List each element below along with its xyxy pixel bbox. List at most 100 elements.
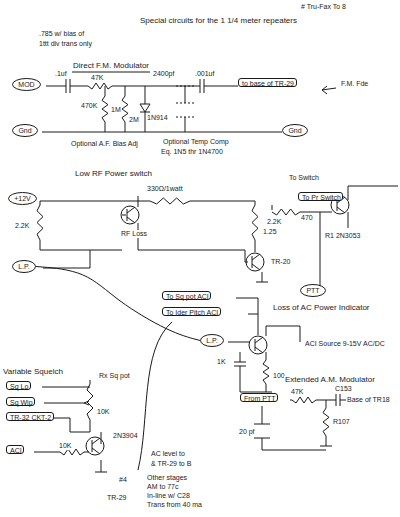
part-name: TR-29 xyxy=(106,494,127,502)
part-name: C153 xyxy=(334,385,353,393)
wire xyxy=(320,212,321,286)
section-heading: Low RF Power switch xyxy=(74,170,153,179)
wire xyxy=(262,438,326,450)
wire xyxy=(262,272,263,282)
capacitor-value: 20 pf xyxy=(238,428,256,436)
terminal-label: to base of TR-29 xyxy=(242,80,293,87)
handwritten-note: .785 w/ bias of xyxy=(38,30,85,38)
note: AC level to xyxy=(150,450,186,458)
note: Eq. 1N5 thr 1N4700 xyxy=(160,148,224,156)
page-title: Special circuits for the 1 1/4 meter rep… xyxy=(140,16,297,25)
wire xyxy=(262,406,263,424)
callout-number: #4 xyxy=(118,476,128,484)
resistor-value: 1K xyxy=(216,358,227,366)
wire xyxy=(95,472,107,473)
wire xyxy=(125,122,126,132)
wire xyxy=(70,86,88,87)
part-name: TR-20 xyxy=(270,258,291,266)
wire xyxy=(290,400,292,401)
wire xyxy=(272,209,300,215)
wire xyxy=(105,86,106,96)
resistor-value: 10K xyxy=(96,408,110,416)
part-name: Rx Sq pot xyxy=(98,372,131,380)
wire xyxy=(348,212,349,228)
wire xyxy=(234,362,246,363)
section-heading: Extended A.M. Modulator xyxy=(284,376,376,385)
wire xyxy=(322,86,327,90)
terminal-label: L.P. xyxy=(206,337,218,344)
part-name: R107 xyxy=(332,418,351,426)
revision-note: # Tru-Fax To 8 xyxy=(300,3,347,11)
wire xyxy=(138,322,172,470)
wire xyxy=(88,83,112,89)
wire xyxy=(40,240,122,250)
wire xyxy=(122,215,126,216)
note: Other stages xyxy=(146,474,188,482)
wire xyxy=(248,314,258,315)
wire xyxy=(240,352,241,362)
wire xyxy=(46,86,66,87)
wire xyxy=(320,446,332,447)
terminal-circle: +12V xyxy=(8,192,37,205)
wire xyxy=(266,352,267,360)
wire xyxy=(185,117,186,132)
wire xyxy=(204,86,238,87)
signal-name: Base of TR18 xyxy=(346,396,391,404)
wire xyxy=(204,79,205,93)
wire xyxy=(323,408,329,436)
section-heading: Variable Squelch xyxy=(2,368,64,377)
signal-name: To Switch xyxy=(288,174,320,182)
wire xyxy=(145,86,146,104)
wire xyxy=(190,201,255,205)
wire xyxy=(42,387,90,388)
terminal-box: Sq Lo xyxy=(6,381,31,390)
wire xyxy=(138,196,139,207)
wire xyxy=(348,186,398,200)
margin-note: F.M. Fde xyxy=(340,80,369,88)
wire xyxy=(252,205,258,240)
signal-name: RF Loss xyxy=(120,230,148,238)
resistor-value: 1M xyxy=(110,106,122,114)
wire xyxy=(84,403,89,405)
wire xyxy=(105,122,106,132)
wire xyxy=(40,201,41,205)
terminal-label: Sq Wip xyxy=(10,399,31,406)
part-name: 2N3904 xyxy=(112,432,139,440)
capacitor-value: 2400pf xyxy=(152,70,175,78)
section-heading: Loss of AC Power Indicator xyxy=(272,304,371,313)
resistor-value: 1.25 xyxy=(262,228,278,236)
wire xyxy=(102,96,108,122)
terminal-label: Gnd xyxy=(18,127,32,134)
terminal-label: To Ider Pitch ACI xyxy=(166,309,217,316)
terminal-label: From PTT xyxy=(244,395,274,402)
wire xyxy=(140,104,150,112)
terminal-box: Sq Wip xyxy=(6,397,35,406)
terminal-label: Gnd xyxy=(288,127,302,134)
note: Optional Temp Comp xyxy=(162,138,230,146)
wire xyxy=(125,86,126,96)
note: In-line w/ C28 xyxy=(146,492,191,500)
wire xyxy=(90,420,91,432)
note: Optional A.F. Bias Adj xyxy=(70,140,139,148)
note: & TR-29 to B xyxy=(150,460,192,468)
wire xyxy=(326,400,327,408)
terminal-label: To Pr Switch xyxy=(302,194,339,201)
wire xyxy=(185,86,186,103)
wire xyxy=(240,366,260,392)
wire xyxy=(300,326,301,342)
capacitor-value: .1uf xyxy=(54,70,68,78)
wire xyxy=(101,460,102,472)
resistor-value: 10K xyxy=(58,442,72,450)
section-heading: Direct F.M. Modulator xyxy=(72,62,150,71)
transistor-symbol xyxy=(86,437,104,455)
wire xyxy=(256,282,268,283)
connector xyxy=(36,267,200,341)
resistor-value: 47K xyxy=(290,388,304,396)
wire xyxy=(48,418,90,432)
resistor-value: 470K xyxy=(80,102,98,110)
terminal-box: To Sq pot ACI xyxy=(162,291,211,300)
terminal-label: To Sq pot ACI xyxy=(166,293,207,300)
wire xyxy=(336,394,337,406)
terminal-label: L.P. xyxy=(18,263,30,270)
wire xyxy=(266,326,300,336)
